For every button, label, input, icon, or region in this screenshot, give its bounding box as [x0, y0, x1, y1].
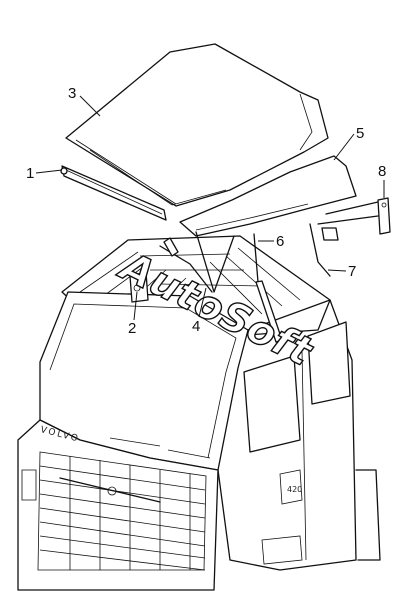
- support-strut: [159, 231, 235, 293]
- callout-label: 2: [128, 320, 136, 337]
- callout-label: 7: [348, 263, 356, 280]
- callout-label: 5: [356, 125, 364, 142]
- side-deflector: [179, 155, 357, 237]
- stay-rod: [309, 201, 379, 277]
- leader-line: [198, 287, 207, 318]
- callout-1: 1: [26, 165, 63, 182]
- deflector-panel: [65, 43, 329, 207]
- callout-3: 3: [68, 85, 101, 117]
- callout-label: 8: [378, 163, 386, 180]
- callout-8: 8: [378, 163, 386, 198]
- leader-line: [35, 169, 63, 174]
- leader-line: [327, 269, 347, 272]
- callout-label: 1: [26, 165, 34, 182]
- leader-line: [133, 291, 138, 321]
- model-badge-text: 420: [287, 485, 302, 494]
- callout-7: 7: [327, 263, 356, 280]
- callout-label: 6: [276, 233, 284, 250]
- callout-6: 6: [258, 233, 284, 250]
- clip-bracket: [377, 197, 391, 235]
- callout-label: 3: [68, 85, 76, 102]
- mount-bracket: [129, 271, 149, 303]
- truck-cab: 420 VOLVO: [17, 235, 381, 591]
- callout-label: 4: [192, 318, 200, 335]
- leader-line: [333, 133, 355, 161]
- callout-2: 2: [128, 291, 138, 337]
- gas-strut: [253, 233, 283, 343]
- front-rail: [60, 165, 167, 221]
- callout-4: 4: [192, 287, 207, 335]
- leader-line: [79, 95, 101, 117]
- callout-5: 5: [333, 125, 364, 161]
